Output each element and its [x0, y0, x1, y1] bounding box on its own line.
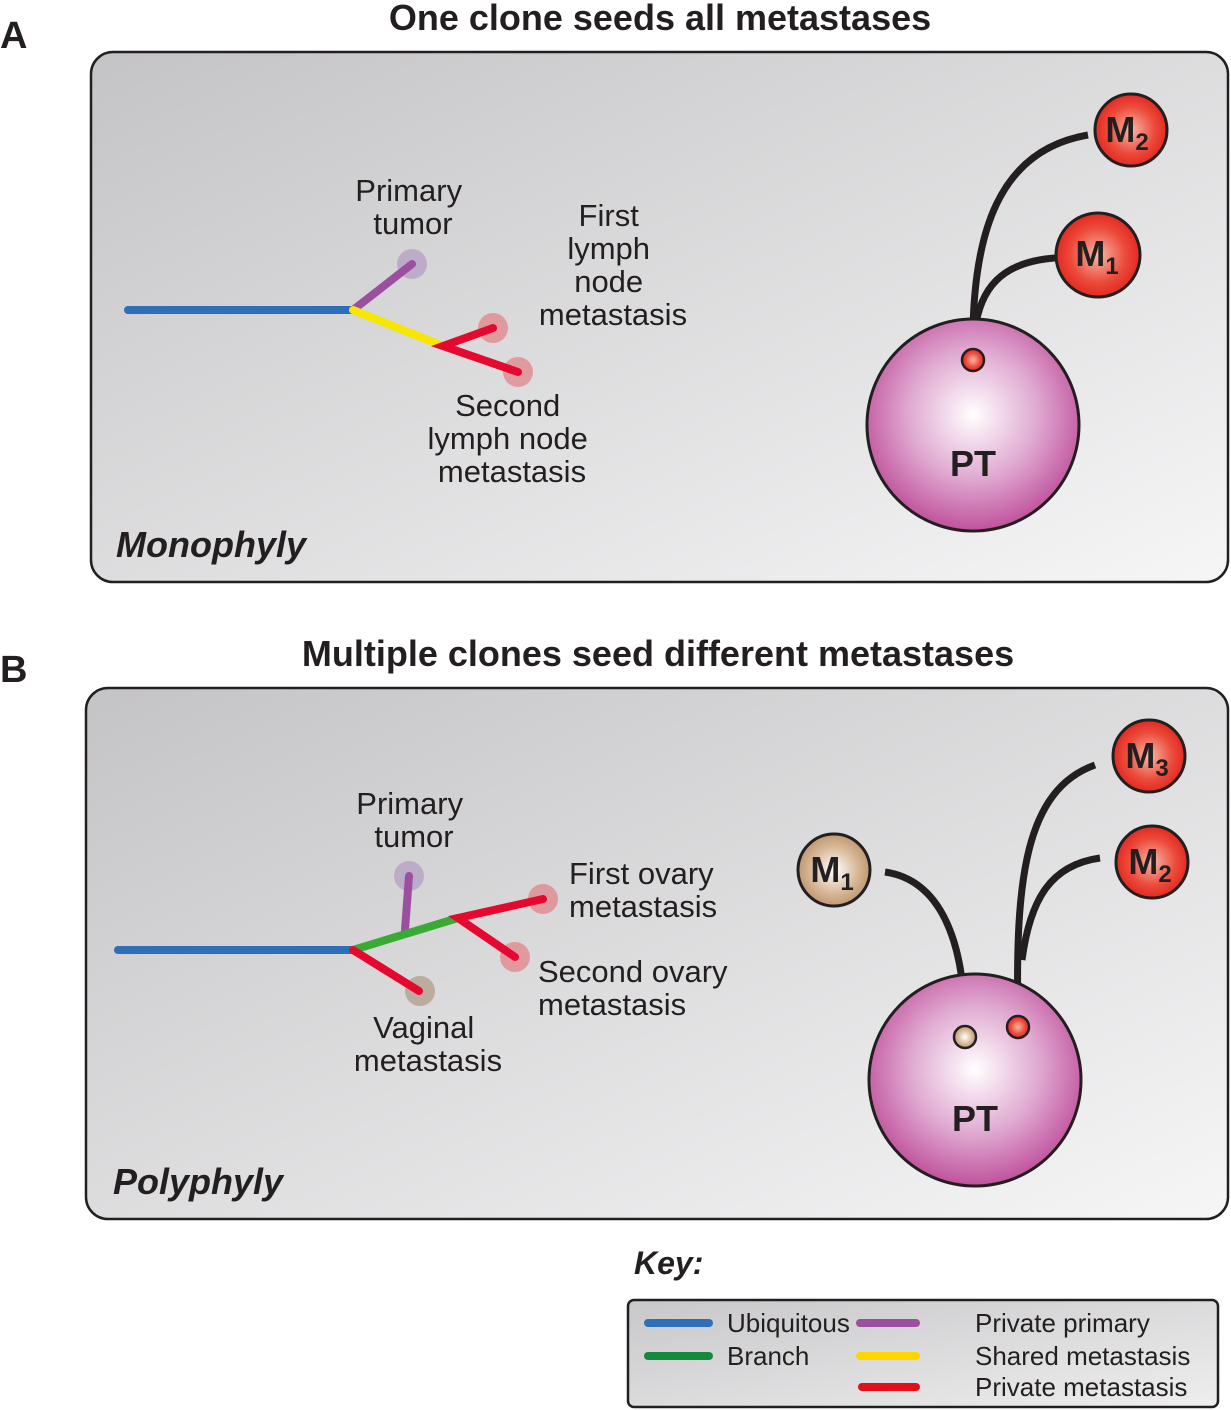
wire-to-m3	[1014, 761, 1097, 1021]
label-first-ovary: First ovary metastasis	[569, 856, 722, 924]
branch-private-primary	[401, 872, 413, 934]
metastasis-m2-label: M2	[1128, 841, 1171, 888]
branch-private-primary	[349, 260, 416, 314]
legend-label-private-primary: Private primary	[975, 1308, 1150, 1338]
legend: Key: Ubiquitous Branch Private primary S…	[626, 1245, 1220, 1409]
seeding-clone-red	[960, 347, 986, 373]
panel-letter-b: B	[0, 649, 27, 691]
pt-label: PT	[950, 443, 996, 484]
seeding-clone-brown	[952, 1024, 978, 1050]
label-second-ovary: Second ovary metastasis	[538, 954, 736, 1022]
primary-tumor-sphere	[867, 972, 1083, 1188]
label-primary-tumor-a: Primary tumor	[355, 173, 470, 241]
label-primary-tumor-b: Primary tumor	[356, 786, 471, 854]
metastasis-m3-label: M3	[1125, 735, 1168, 782]
label-first-lymph-node: First lymph node metastasis	[539, 198, 687, 332]
metastasis-m3	[1111, 718, 1187, 794]
branch-private-metastasis-ovary	[448, 895, 547, 961]
panel-b: B Multiple clones seed different metasta…	[0, 633, 1230, 1221]
phylo-tree-a	[124, 249, 533, 387]
branch-private-metastasis	[430, 324, 522, 376]
branch-shared-metastasis	[349, 306, 447, 350]
metastasis-m1	[796, 832, 872, 908]
metastasis-m2-label: M2	[1105, 109, 1148, 156]
branch-private-metastasis-vaginal	[349, 946, 423, 995]
panel-b-title: Multiple clones seed different metastase…	[302, 633, 1014, 674]
legend-label-private-metastasis: Private metastasis	[975, 1372, 1187, 1402]
panel-a-mode-label: Monophyly	[116, 524, 308, 565]
legend-label-shared-metastasis: Shared metastasis	[975, 1341, 1190, 1371]
metastasis-m1-label: M1	[1075, 233, 1118, 280]
seeding-diagram-b: PT M1 M3 M2	[796, 718, 1190, 1188]
branch-branch	[349, 914, 462, 954]
phylo-tree-b	[114, 861, 558, 1006]
panel-letter-a: A	[0, 15, 27, 57]
legend-title: Key:	[634, 1245, 703, 1281]
wire-to-m1	[971, 254, 1056, 331]
pt-label: PT	[952, 1098, 998, 1139]
metastasis-m1-label: M1	[810, 849, 853, 896]
seeding-clone-red	[1005, 1014, 1031, 1040]
wire-to-m2	[969, 131, 1089, 361]
seeding-diagram-a: PT M2 M1	[865, 92, 1169, 533]
label-second-lymph-node: Second lymph node metastasis	[428, 388, 597, 489]
panel-a: A One clone seeds all metastases Monophy…	[0, 0, 1230, 584]
legend-label-branch: Branch	[727, 1341, 809, 1371]
panel-a-title: One clone seeds all metastases	[389, 0, 931, 38]
metastasis-m2	[1114, 824, 1190, 900]
legend-label-ubiquitous: Ubiquitous	[727, 1308, 850, 1338]
legend-box	[626, 1298, 1220, 1409]
metastasis-m2	[1093, 92, 1169, 168]
wire-to-m2	[1018, 854, 1101, 961]
panel-b-mode-label: Polyphyly	[113, 1161, 285, 1202]
primary-tumor-sphere	[865, 317, 1081, 533]
metastasis-m1	[1054, 211, 1142, 299]
label-vaginal: Vaginal metastasis	[354, 1010, 502, 1078]
